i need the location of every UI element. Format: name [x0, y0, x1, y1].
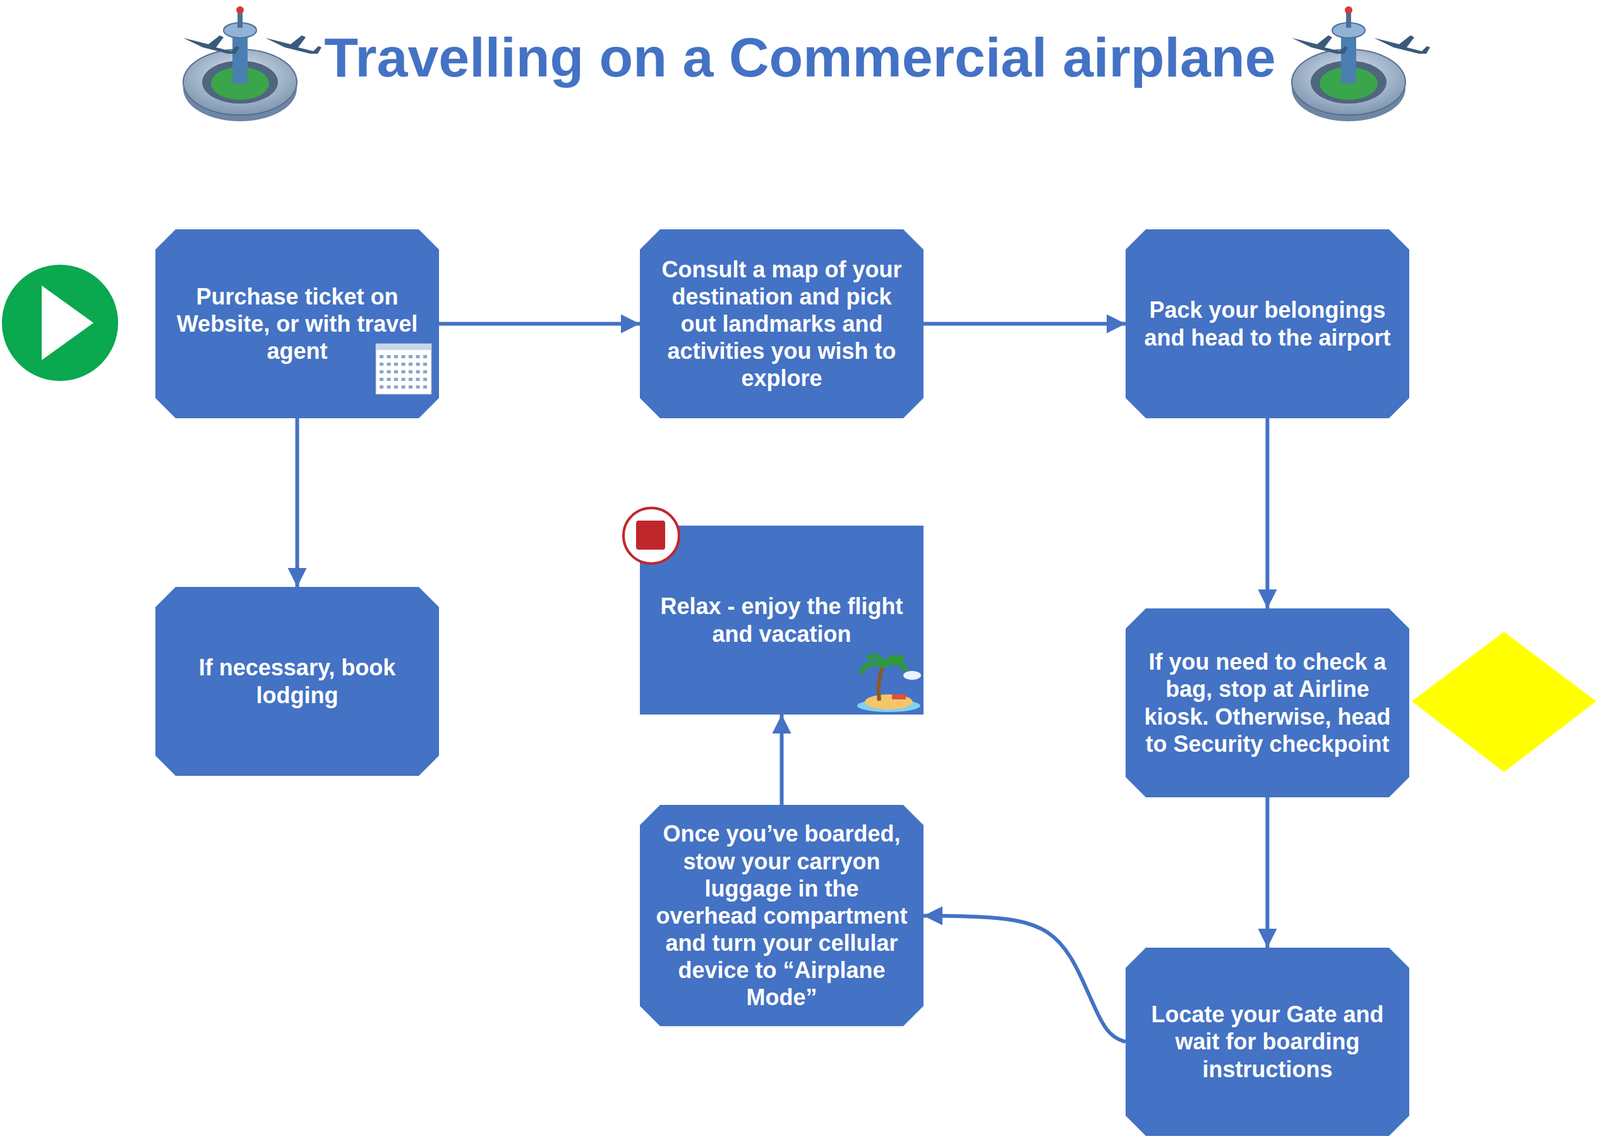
process-box: Pack your belongings and head to the air…	[1125, 229, 1410, 419]
box-label: Locate your Gate and wait for boarding i…	[1138, 1000, 1397, 1083]
box-label: If necessary, book lodging	[168, 653, 427, 709]
decision-diamond	[1411, 631, 1597, 772]
box-fill	[639, 229, 924, 419]
flow-arrow	[1265, 418, 1270, 609]
diagram-title: Travelling on a Commercial airplane	[0, 24, 1600, 91]
box-outline	[1125, 229, 1410, 419]
box-outline	[1125, 608, 1410, 798]
box-label: Pack your belongings and head to the air…	[1138, 296, 1397, 351]
flow-arrow	[439, 322, 640, 326]
box-fill	[1125, 947, 1410, 1136]
box-texts: Consult a map of your destination and pi…	[639, 229, 924, 419]
airport-icon	[183, 6, 322, 122]
flow-arrow	[780, 714, 784, 805]
process-box: If necessary, book lodging	[155, 586, 440, 776]
box-texts: Relax - enjoy the flight and vacation	[639, 525, 924, 715]
box-label: If you need to check a bag, stop at Airl…	[1138, 648, 1397, 758]
process-box: Consult a map of your destination and pi…	[639, 229, 924, 419]
box-fill	[639, 804, 924, 1026]
process-box: Purchase ticket on Website, or with trav…	[155, 229, 440, 419]
airport-icon	[1291, 6, 1431, 122]
box-outline	[639, 525, 924, 715]
box-texts: Pack your belongings and head to the air…	[1125, 229, 1410, 419]
process-box: Once you’ve boarded, stow your carryon l…	[639, 804, 924, 1026]
box-fill	[639, 525, 924, 715]
box-texts: Locate your Gate and wait for boarding i…	[1125, 947, 1410, 1136]
box-texts: If necessary, book lodging	[155, 586, 440, 776]
box-outline	[155, 586, 440, 776]
box-label: Consult a map of your destination and pi…	[652, 255, 911, 393]
box-texts: Purchase ticket on Website, or with trav…	[155, 229, 440, 419]
box-fill	[155, 229, 440, 419]
stop-symbol	[623, 507, 680, 564]
flow-arrow	[923, 915, 1126, 1043]
process-box: If you need to check a bag, stop at Airl…	[1125, 608, 1410, 798]
box-fill	[155, 586, 440, 776]
box-fill	[1125, 229, 1410, 419]
start-symbol	[1, 264, 119, 381]
box-fill	[1125, 608, 1410, 798]
box-texts: Once you’ve boarded, stow your carryon l…	[639, 804, 924, 1026]
box-label: Once you’ve boarded, stow your carryon l…	[652, 819, 911, 1011]
island-icon	[857, 656, 921, 712]
flow-arrow	[923, 322, 1126, 326]
box-label: Purchase ticket on Website, or with trav…	[168, 282, 427, 366]
flow-arrow	[1265, 797, 1270, 948]
process-box: Locate your Gate and wait for boarding i…	[1125, 947, 1410, 1136]
box-texts: If you need to check a bag, stop at Airl…	[1125, 608, 1410, 798]
end-box: Relax - enjoy the flight and vacation	[639, 525, 924, 715]
flow-arrow	[295, 418, 300, 587]
box-label: Relax - enjoy the flight and vacation	[652, 592, 911, 647]
calendar-icon	[375, 343, 432, 395]
